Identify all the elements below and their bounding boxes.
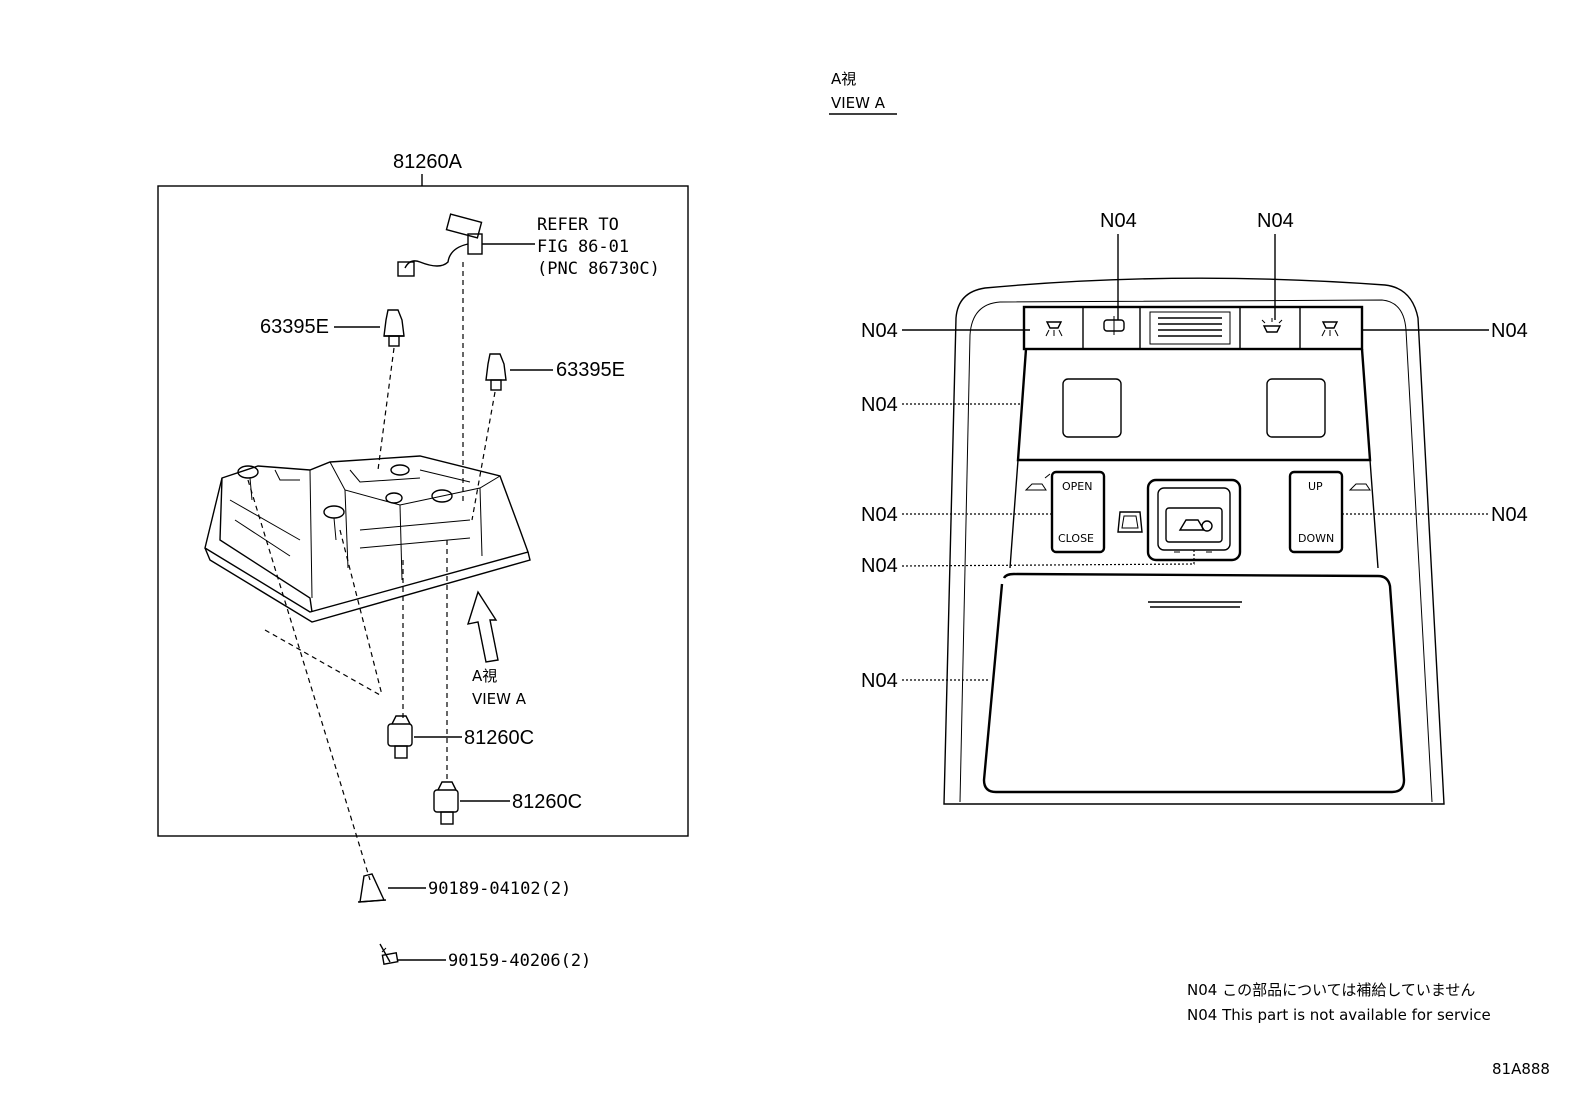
overhead-console-drawing — [204, 455, 531, 623]
clip-fastener-drawing — [357, 873, 387, 903]
open-label: OPEN — [1062, 480, 1092, 493]
assembly-box — [157, 185, 689, 837]
up-label: UP — [1308, 480, 1323, 493]
n04-left-3: N04 — [861, 504, 898, 526]
refer-line-2: FIG 86-01 — [537, 237, 629, 257]
lens-panel — [1016, 348, 1372, 462]
n04-right-1: N04 — [1491, 320, 1528, 342]
part-label-90189: 90189-04102(2) — [428, 879, 571, 899]
n04-left-4: N04 — [861, 555, 898, 577]
part-label-90159: 90159-40206(2) — [448, 951, 591, 971]
car-icon-left — [1024, 473, 1051, 491]
view-a-title-en: VIEW A — [831, 94, 886, 112]
n04-left-1: N04 — [861, 320, 898, 342]
close-label: CLOSE — [1058, 532, 1094, 545]
part-label-81260a: 81260A — [393, 151, 463, 173]
leader-n04-left-4 — [901, 550, 1195, 567]
rear-window-icon — [1117, 511, 1143, 533]
figure-code: 81A888 — [1492, 1060, 1550, 1078]
n04-top-1: N04 — [1100, 210, 1137, 232]
n04-left-5: N04 — [861, 670, 898, 692]
assembly-line-2 — [471, 391, 496, 521]
map-light-left-icon — [1045, 321, 1063, 337]
part-label-63395e-left: 63395E — [260, 316, 329, 338]
vent-grille-icon — [1149, 311, 1231, 345]
car-icon-right — [1348, 483, 1371, 491]
view-a-en-left: VIEW A — [472, 690, 527, 708]
down-label: DOWN — [1298, 532, 1334, 545]
wire-harness-drawing — [397, 213, 535, 277]
clip-drawing-right — [485, 353, 507, 391]
footnote-en: N04 This part is not available for servi… — [1187, 1006, 1491, 1024]
view-a-arrow — [466, 590, 499, 663]
door-switch-icon — [1103, 316, 1125, 335]
bulb-drawing-1 — [387, 715, 413, 759]
map-light-right-icon — [1321, 321, 1339, 337]
sunglass-holder — [982, 572, 1406, 794]
console-outline — [943, 277, 1445, 805]
room-light-icon — [1261, 318, 1283, 333]
footnote-jp: N04 この部品については補給していません — [1187, 981, 1475, 999]
screw-drawing — [379, 943, 399, 965]
part-label-81260c-2: 81260C — [512, 791, 582, 813]
n04-left-2: N04 — [861, 394, 898, 416]
part-label-63395e-right: 63395E — [556, 359, 625, 381]
view-a-jp-left: A視 — [472, 667, 497, 685]
top-switch-strip — [1022, 305, 1364, 351]
refer-line-1: REFER TO — [537, 215, 619, 235]
clip-drawing-left — [383, 309, 405, 347]
assembly-line-7 — [339, 529, 383, 696]
refer-line-3: (PNC 86730C) — [537, 259, 660, 279]
part-label-81260c-1: 81260C — [464, 727, 534, 749]
assembly-line-6 — [247, 479, 371, 881]
assembly-line-1 — [377, 347, 395, 471]
n04-top-2: N04 — [1257, 210, 1294, 232]
n04-right-2: N04 — [1491, 504, 1528, 526]
view-a-title-jp: A視 — [831, 70, 856, 88]
assembly-line-8 — [264, 629, 381, 696]
bulb-drawing-2 — [433, 781, 459, 825]
